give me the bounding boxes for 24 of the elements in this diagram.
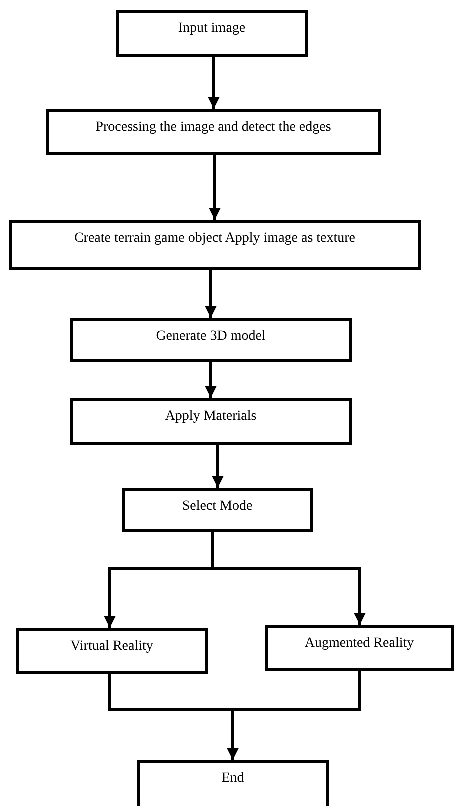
arrow	[205, 362, 217, 398]
box-label: Create terrain game object Apply image as texture	[73, 230, 357, 247]
box-label: Apply Materials	[164, 408, 258, 425]
arrow	[227, 671, 362, 760]
process-box	[70, 318, 352, 362]
box-label: Augmented Reality	[304, 635, 416, 652]
process-box	[70, 398, 352, 445]
process-box	[16, 628, 208, 674]
box-label: Virtual Reality	[70, 638, 154, 655]
process-box	[116, 10, 308, 57]
box-label: Select Mode	[181, 498, 254, 515]
process-box	[122, 488, 313, 532]
arrow	[205, 270, 217, 318]
process-box	[46, 109, 381, 155]
box-label: Generate 3D model	[155, 328, 267, 345]
process-box	[265, 625, 454, 671]
process-box	[9, 220, 421, 270]
process-box	[137, 760, 329, 806]
box-label: Input image	[177, 20, 247, 37]
arrow	[208, 57, 220, 109]
arrow	[212, 445, 224, 488]
box-label: End	[220, 770, 246, 787]
box-label: Processing the image and detect the edges	[94, 119, 332, 136]
arrow	[209, 155, 221, 220]
